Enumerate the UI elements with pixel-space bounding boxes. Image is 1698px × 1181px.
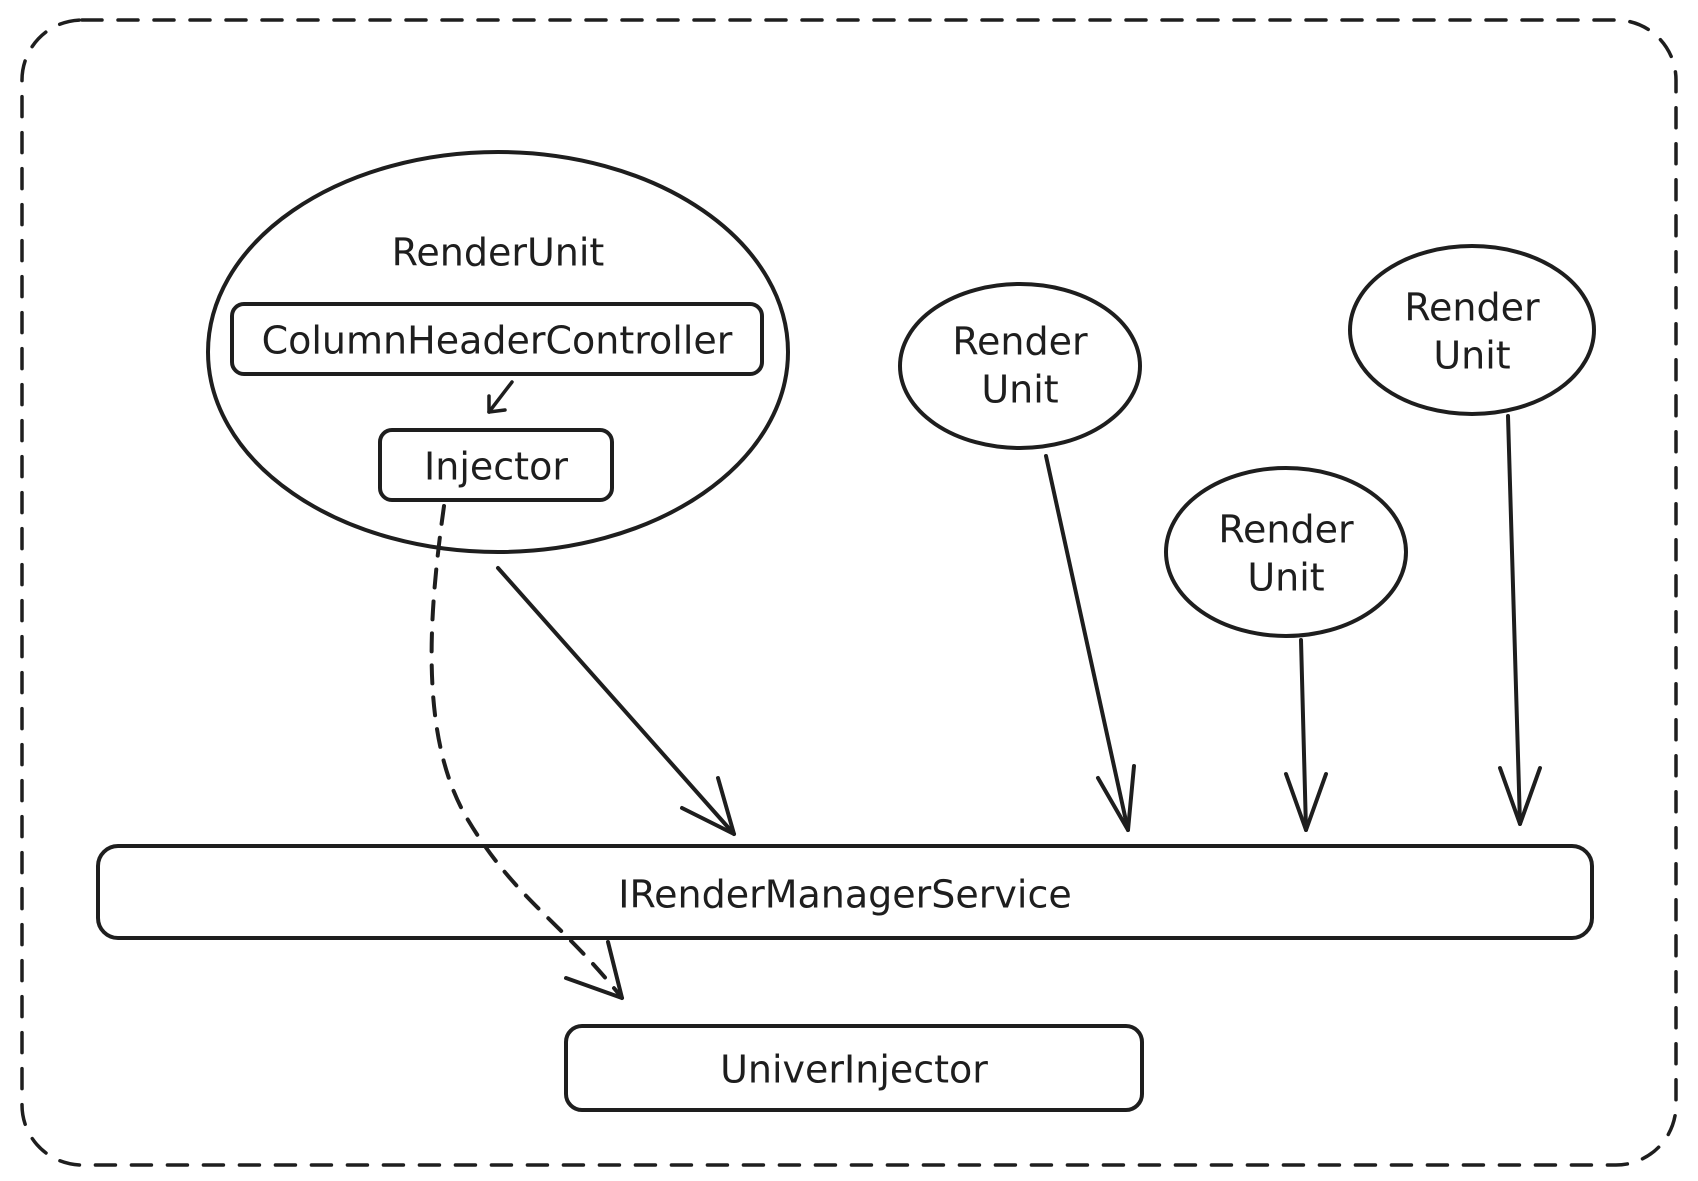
main-unit-to-service-arrow <box>496 566 736 836</box>
injector-to-univer-injector-arrow <box>429 504 624 1000</box>
controller-to-injector-arrow <box>487 380 514 414</box>
render-unit-main-ellipse <box>206 150 790 554</box>
render-unit-main-title: RenderUnit <box>392 231 605 275</box>
unit2-to-service-arrowhead <box>1284 772 1328 832</box>
univer-injector-label: UniverInjector <box>720 1048 988 1092</box>
unit1-to-service-arrowhead <box>1096 764 1136 832</box>
render-unit-3-ellipse <box>1348 244 1596 416</box>
injector-box <box>378 428 614 502</box>
render-unit-3-line2: Unit <box>1433 334 1510 378</box>
render-unit-3: Render Unit <box>1348 244 1596 416</box>
outer-container <box>20 18 1678 1167</box>
render-unit-1: Render Unit <box>898 282 1142 450</box>
injector-to-univer-injector-arrowhead <box>564 940 624 1000</box>
main-unit-to-service-arrowhead <box>680 776 736 836</box>
render-unit-1-line1: Render <box>952 320 1088 364</box>
render-unit-2-line1: Render <box>1218 508 1354 552</box>
column-header-controller-label: ColumnHeaderController <box>262 319 733 363</box>
unit3-to-service-arrow <box>1506 414 1522 826</box>
injector-label: Injector <box>424 445 568 489</box>
unit1-to-service-arrow <box>1044 454 1130 832</box>
unit3-to-service-arrowhead <box>1498 766 1542 826</box>
render-manager-service-label: IRenderManagerService <box>618 873 1072 917</box>
univer-injector-box <box>564 1024 1144 1112</box>
render-unit-3-line1: Render <box>1404 286 1540 330</box>
unit2-to-service-arrow <box>1299 638 1308 832</box>
render-manager-service-box <box>96 844 1594 940</box>
render-unit-1-ellipse <box>898 282 1142 450</box>
render-unit-2: Render Unit <box>1164 466 1408 638</box>
render-unit-2-line2: Unit <box>1247 556 1324 600</box>
render-unit-2-ellipse <box>1164 466 1408 638</box>
render-unit-main: RenderUnit ColumnHeaderController Inject… <box>206 150 790 554</box>
controller-to-injector-arrowhead <box>487 394 507 414</box>
column-header-controller-box <box>230 302 764 376</box>
render-unit-1-line2: Unit <box>981 368 1058 412</box>
